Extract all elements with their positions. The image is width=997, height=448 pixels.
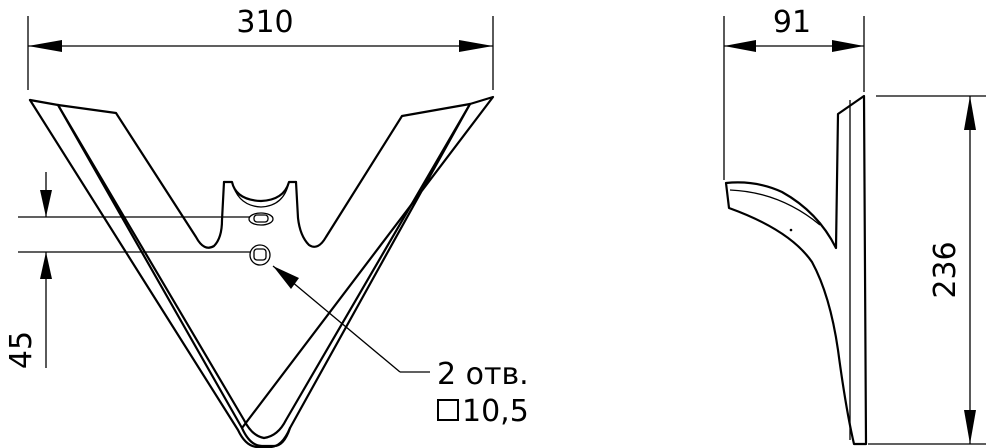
side-view — [724, 94, 868, 446]
dimension-width-top: 310 — [27, 5, 494, 90]
square-symbol — [437, 399, 459, 421]
dimension-45-label: 45 — [4, 331, 39, 369]
blade-inner-left — [56, 103, 226, 249]
dimension-hole-spacing: 45 — [4, 172, 250, 369]
front-view — [28, 95, 495, 448]
dimension-91-label: 91 — [773, 5, 811, 40]
hole-leader — [272, 265, 430, 373]
blade-inner-right — [294, 102, 472, 248]
hole-lower — [249, 244, 271, 266]
dimension-310-label: 310 — [236, 5, 293, 40]
hole-size-label: 10,5 — [462, 394, 529, 429]
dimension-side-width: 91 — [723, 5, 865, 180]
blade-outline — [28, 95, 495, 448]
hole-upper — [248, 212, 274, 226]
dimension-236-label: 236 — [928, 241, 963, 298]
holes-count-label: 2 отв. — [437, 357, 529, 392]
dimension-height: 236 — [868, 95, 986, 445]
side-profile-outline — [724, 94, 868, 446]
